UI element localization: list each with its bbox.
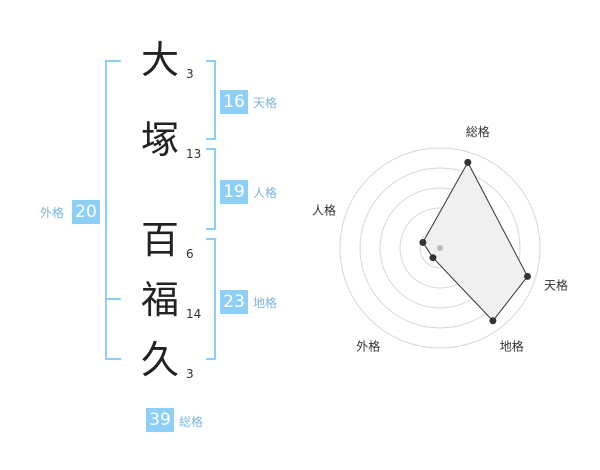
tenkaku-label: 天格 (253, 96, 278, 110)
radar-point (489, 317, 497, 325)
radar-axis-label: 総格 (466, 124, 490, 139)
radar-ring (359, 167, 521, 329)
name-char-2: 塚 (140, 118, 179, 162)
name-char-4: 福 (140, 278, 179, 322)
jinkaku-label: 人格 (253, 186, 278, 200)
stroke-count-2: 13 (186, 147, 202, 161)
gaikaku-value: 20 (72, 200, 100, 224)
soukaku-value: 39 (146, 408, 174, 432)
chikaku-label: 地格 (253, 296, 278, 310)
chikaku-value: 23 (220, 290, 248, 314)
stroke-count-4: 14 (186, 307, 202, 321)
radar-point (419, 238, 427, 246)
stroke-count-3: 6 (186, 247, 194, 261)
radar-point (429, 254, 437, 262)
radar-ring (339, 147, 541, 349)
radar-point (464, 158, 472, 166)
stroke-count-1: 3 (186, 67, 194, 81)
radar-axis-label: 地格 (500, 339, 524, 354)
tenkaku-value: 16 (220, 90, 248, 114)
radar-center-dot (437, 245, 443, 251)
jinkaku-value: 19 (220, 180, 248, 204)
radar-axis-label: 天格 (544, 278, 568, 293)
radar-polygon (422, 161, 529, 322)
name-char-5: 久 (140, 338, 179, 382)
gaikaku-label: 外格 (40, 206, 65, 220)
name-char-1: 大 (140, 38, 179, 82)
soukaku-label: 総格 (179, 415, 204, 429)
name-char-3: 百 (140, 218, 179, 262)
radar-axis-label: 人格 (312, 202, 336, 217)
radar-point (523, 272, 531, 280)
stroke-count-5: 3 (186, 367, 194, 381)
radar-axis-label: 外格 (356, 339, 380, 354)
